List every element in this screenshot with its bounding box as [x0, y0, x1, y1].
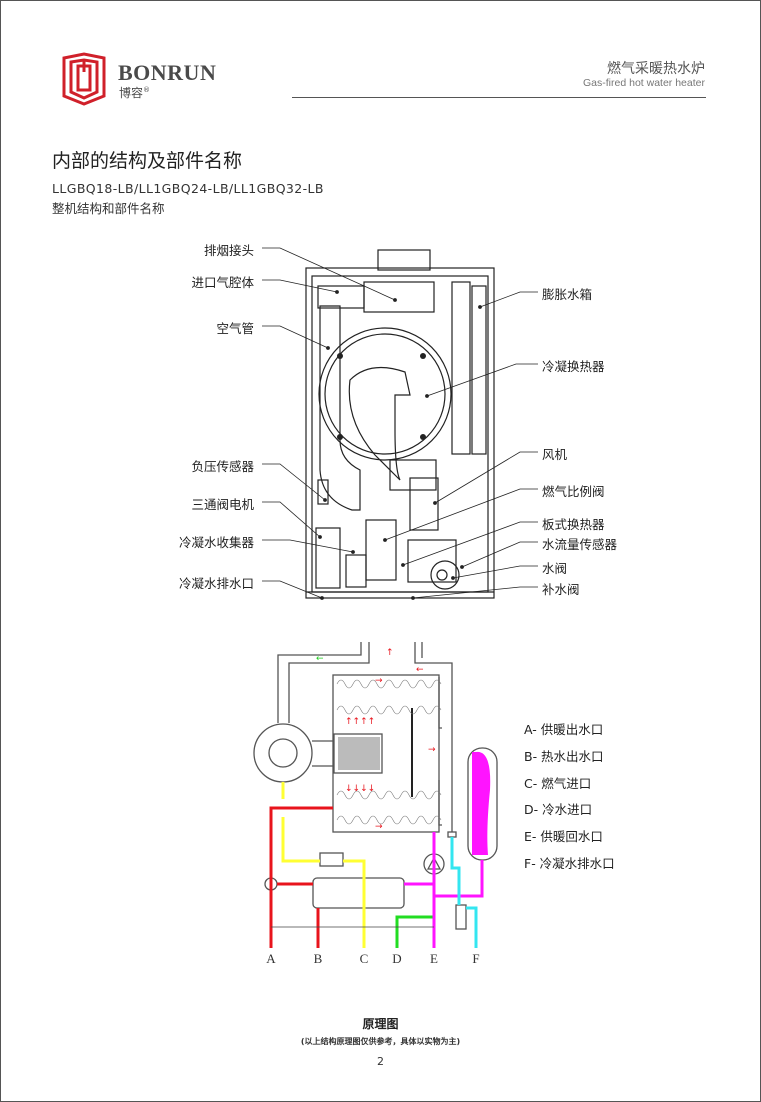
port-f: F	[472, 951, 479, 966]
port-d: D	[392, 951, 401, 966]
svg-text:↑: ↑	[386, 648, 394, 658]
boiler-internal-diagram	[262, 247, 538, 600]
svg-text:→: →	[375, 676, 383, 686]
port-a: A	[266, 951, 276, 966]
svg-text:→: →	[428, 745, 436, 755]
model-numbers: LLGBQ18-LB/LL1GBQ24-LB/LL1GBQ32-LB	[52, 181, 324, 196]
part-label-condensing-exchanger: 冷凝换热器	[542, 359, 605, 374]
part-label-flue-connector: 排烟接头	[203, 243, 254, 258]
svg-text:↓↓↓↓: ↓↓↓↓	[345, 784, 375, 794]
legend-item: D- 冷水进口	[524, 802, 593, 817]
legend-item: A- 供暖出水口	[524, 722, 604, 737]
svg-text:↑↑↑↑: ↑↑↑↑	[345, 717, 375, 727]
part-label-inlet-air-chamber: 进口气腔体	[191, 275, 254, 290]
legend-item: C- 燃气进口	[524, 776, 592, 791]
part-label-plate-exchanger: 板式换热器	[542, 517, 605, 532]
svg-text:←: ←	[416, 665, 424, 675]
part-label-fan: 风机	[542, 447, 568, 462]
svg-text:→: →	[375, 822, 383, 832]
part-label-condensate-drain: 冷凝水排水口	[178, 576, 254, 591]
svg-text:←: ←	[316, 654, 324, 664]
bonrun-logo-icon	[62, 52, 106, 106]
port-c: C	[360, 951, 369, 966]
port-e: E	[430, 951, 438, 966]
part-label-water-valve: 水阀	[542, 561, 568, 576]
section-subtitle: 整机结构和部件名称	[52, 201, 165, 216]
part-label-condensate-collector: 冷凝水收集器	[178, 535, 254, 550]
part-label-air-pipe: 空气管	[216, 321, 254, 336]
product-title-en: Gas-fired hot water heater	[583, 77, 705, 89]
part-label-pressure-sensor: 负压传感器	[191, 459, 254, 474]
legend-item: E- 供暖回水口	[524, 829, 603, 844]
brand-name: BONRUN	[118, 60, 217, 85]
part-label-fill-valve: 补水阀	[542, 582, 580, 597]
schematic-caption: 原理图	[362, 1017, 399, 1031]
product-title-cn: 燃气采暖热水炉	[607, 61, 705, 77]
burner-icon	[338, 737, 380, 770]
section-title: 内部的结构及部件名称	[52, 150, 243, 172]
header-divider	[292, 97, 706, 98]
part-label-3way-valve-motor: 三通阀电机	[191, 497, 254, 512]
part-label-expansion-tank: 膨胀水箱	[542, 287, 593, 302]
schematic-note: (以上结构原理图仅供参考，具体以实物为主)	[300, 1037, 461, 1046]
part-label-flow-sensor: 水流量传感器	[542, 537, 618, 552]
principle-schematic: → → → ↑↑↑↑ ↓↓↓↓ ↑ ← ← A B C D E F	[253, 642, 498, 966]
part-label-gas-valve: 燃气比例阀	[542, 484, 605, 499]
legend-item: B- 热水出水口	[524, 749, 604, 764]
page-number: 2	[377, 1055, 384, 1068]
legend-item: F- 冷凝水排水口	[524, 856, 615, 871]
brand-name-cn: 博容®	[119, 86, 151, 100]
port-b: B	[314, 951, 323, 966]
